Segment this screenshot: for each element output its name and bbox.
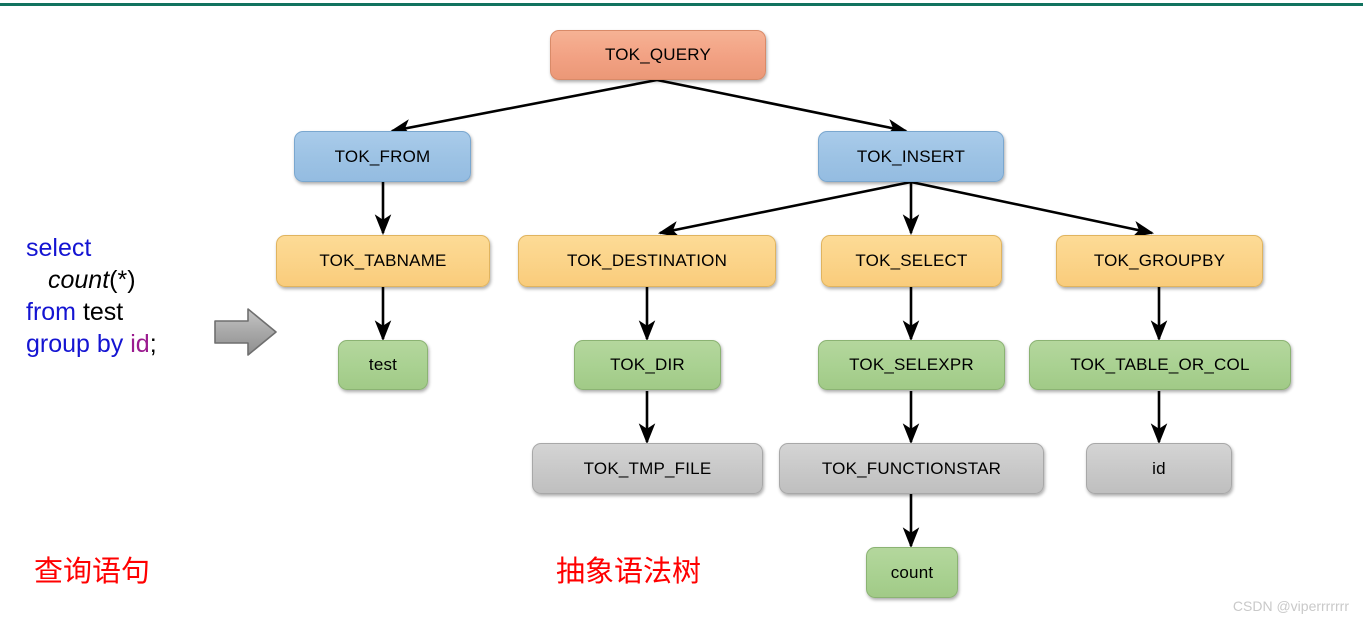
caption-abstract-syntax-tree: 抽象语法树 bbox=[556, 554, 702, 588]
node-label: TOK_GROUPBY bbox=[1093, 251, 1226, 270]
sql-function-count: count bbox=[48, 266, 110, 294]
sql-column-id: id bbox=[130, 330, 150, 358]
node-tok-from[interactable]: TOK_FROM bbox=[294, 131, 471, 182]
node-tok-tabname[interactable]: TOK_TABNAME bbox=[276, 235, 490, 287]
sql-line-select: select bbox=[26, 232, 226, 264]
sql-keyword-select: select bbox=[26, 234, 92, 262]
caption-query-statement: 查询语句 bbox=[34, 554, 151, 588]
node-label: test bbox=[368, 355, 398, 374]
edge-tok_query-tok_from bbox=[389, 78, 658, 136]
node-label: TOK_DIR bbox=[610, 355, 685, 374]
node-label: TOK_SELEXPR bbox=[849, 355, 974, 374]
node-label: TOK_FROM bbox=[334, 146, 431, 166]
node-label: TOK_DESTINATION bbox=[566, 251, 728, 270]
sql-line-from: from test bbox=[26, 296, 226, 328]
node-tok-insert[interactable]: TOK_INSERT bbox=[818, 131, 1004, 182]
node-label: count bbox=[890, 562, 934, 582]
sql-table-name: test bbox=[82, 298, 124, 326]
watermark: CSDN @viperrrrrrr bbox=[1232, 598, 1349, 614]
sql-query-block: select count(*) from test group by id; bbox=[26, 232, 226, 360]
transform-arrow-icon bbox=[214, 308, 277, 356]
node-label: TOK_SELECT bbox=[855, 251, 968, 270]
sql-line-count: count(*) bbox=[26, 264, 226, 296]
node-label: TOK_FUNCTIONSTAR bbox=[821, 458, 1002, 478]
node-tok-functionstar[interactable]: TOK_FUNCTIONSTAR bbox=[779, 443, 1044, 494]
node-tok-dir[interactable]: TOK_DIR bbox=[574, 340, 721, 390]
node-label: id bbox=[1152, 458, 1166, 478]
node-tok-table-or-col[interactable]: TOK_TABLE_OR_COL bbox=[1029, 340, 1291, 390]
sql-keyword-from: from bbox=[26, 298, 76, 326]
node-test[interactable]: test bbox=[338, 340, 428, 390]
node-label: TOK_TABLE_OR_COL bbox=[1070, 355, 1250, 374]
edge-tok_insert-tok_groupby bbox=[910, 180, 1155, 238]
node-label: TOK_TABNAME bbox=[319, 251, 447, 270]
node-count[interactable]: count bbox=[866, 547, 958, 598]
node-id[interactable]: id bbox=[1086, 443, 1232, 494]
node-label: TOK_TMP_FILE bbox=[583, 458, 712, 478]
node-tok-select[interactable]: TOK_SELECT bbox=[821, 235, 1002, 287]
edge-tok_query-tok_insert bbox=[656, 78, 909, 136]
sql-terminator: ; bbox=[149, 330, 157, 358]
node-tok-groupby[interactable]: TOK_GROUPBY bbox=[1056, 235, 1263, 287]
edge-tok_insert-tok_destination bbox=[657, 180, 912, 238]
node-label: TOK_INSERT bbox=[856, 146, 966, 166]
sql-line-groupby: group by id; bbox=[26, 328, 226, 360]
node-label: TOK_QUERY bbox=[604, 45, 712, 64]
sql-keyword-group-by: group by bbox=[26, 330, 124, 358]
sql-function-args: (*) bbox=[109, 266, 136, 294]
node-tok-query[interactable]: TOK_QUERY bbox=[550, 30, 766, 80]
node-tok-selexpr[interactable]: TOK_SELEXPR bbox=[818, 340, 1005, 390]
top-divider-rule bbox=[0, 3, 1363, 6]
node-tok-destination[interactable]: TOK_DESTINATION bbox=[518, 235, 776, 287]
node-tok-tmp-file[interactable]: TOK_TMP_FILE bbox=[532, 443, 763, 494]
